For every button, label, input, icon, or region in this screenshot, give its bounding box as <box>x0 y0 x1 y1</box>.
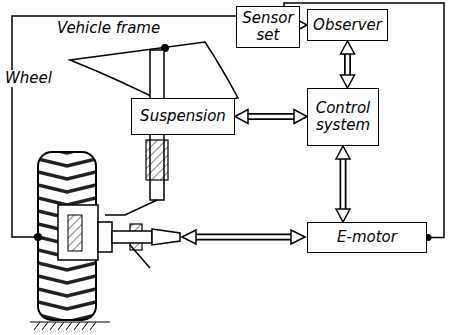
motor-box: E-motor <box>307 222 427 253</box>
node-text: E-motor <box>337 229 397 246</box>
connector <box>284 3 444 241</box>
connector <box>336 146 350 222</box>
arrowhead <box>336 146 350 159</box>
node-text: Control system <box>312 100 374 134</box>
double-line <box>245 115 297 119</box>
double-line <box>341 156 345 212</box>
suspension-box: Suspension <box>131 98 235 135</box>
observer-box: Observer <box>307 9 388 41</box>
sensor-box: Sensor set <box>236 6 300 48</box>
double-line <box>346 51 350 78</box>
node-text: Suspension <box>140 108 226 125</box>
signal-line <box>284 3 444 238</box>
arrowhead <box>336 209 350 222</box>
arrowhead <box>294 110 307 124</box>
connector <box>341 41 355 88</box>
arrowhead <box>341 75 355 88</box>
arrowhead <box>341 41 355 54</box>
node-text: Sensor set <box>241 10 295 44</box>
connector <box>235 110 307 124</box>
arrowhead <box>235 110 248 124</box>
node-text: Observer <box>313 17 382 34</box>
part-label: Wheel <box>3 70 54 87</box>
control-box: Control system <box>307 88 379 146</box>
part-label: Vehicle frame <box>55 20 162 37</box>
